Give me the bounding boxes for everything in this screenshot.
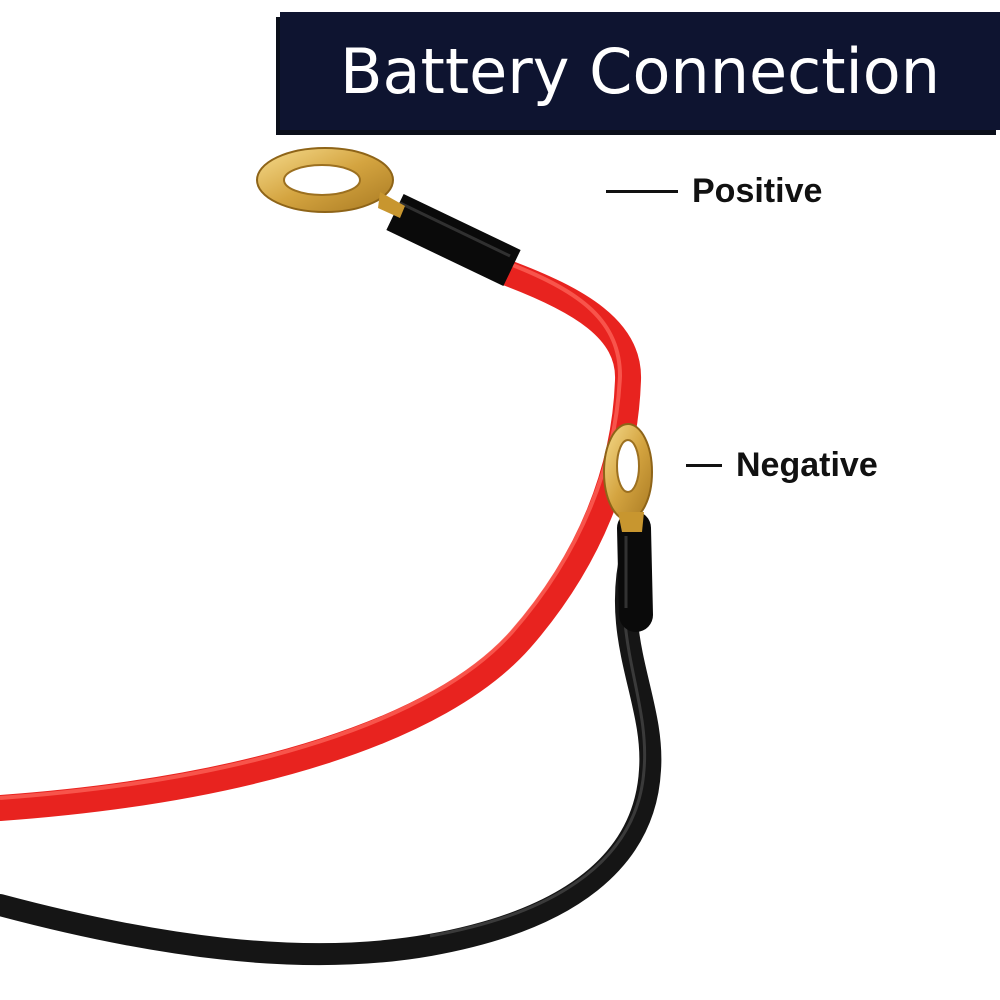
positive-cable xyxy=(0,193,641,821)
negative-callout: Negative xyxy=(686,446,878,485)
negative-label: Negative xyxy=(736,446,878,484)
negative-leader-line xyxy=(686,464,722,467)
negative-cable xyxy=(0,511,662,966)
positive-label: Positive xyxy=(692,172,823,210)
page-title: Battery Connection xyxy=(340,34,940,108)
positive-callout: Positive xyxy=(606,172,822,211)
title-banner: Battery Connection xyxy=(280,12,1000,130)
negative-ring-terminal xyxy=(603,423,653,532)
positive-leader-line xyxy=(606,190,678,193)
positive-ring-terminal xyxy=(256,147,405,218)
